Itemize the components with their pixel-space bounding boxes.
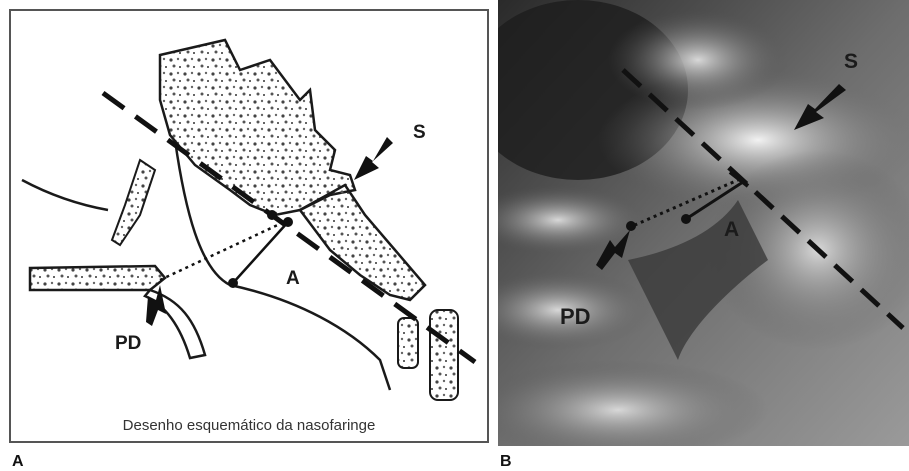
measure-line-a: [233, 222, 288, 283]
panel-b-letter: B: [500, 453, 512, 471]
nasal-line: [22, 180, 108, 210]
a-label: A: [286, 268, 300, 290]
caption: Desenho esquemático da nasofaringe: [0, 417, 498, 434]
schematic-drawing: [0, 0, 498, 446]
xray-s-label: S: [844, 50, 858, 74]
xray-panel: S A PD: [498, 0, 909, 446]
skull-base-bone: [160, 40, 355, 215]
pterygoid-bone: [112, 160, 155, 245]
panel-a-letter: A: [12, 453, 24, 471]
xray-a-label: A: [724, 218, 739, 242]
schematic-panel: S A PD Desenho esquemático da nasofaring…: [0, 0, 498, 446]
xray-pd-label: PD: [560, 304, 591, 330]
s-label: S: [413, 122, 426, 144]
s-arrow: [354, 137, 393, 180]
vertebra-2: [430, 310, 458, 400]
pharynx-posterior-wall: [230, 285, 390, 390]
palate-bone: [30, 266, 165, 290]
vertebra-1: [398, 318, 418, 368]
pd-dotted-line: [160, 222, 284, 280]
pd-label: PD: [115, 333, 141, 355]
